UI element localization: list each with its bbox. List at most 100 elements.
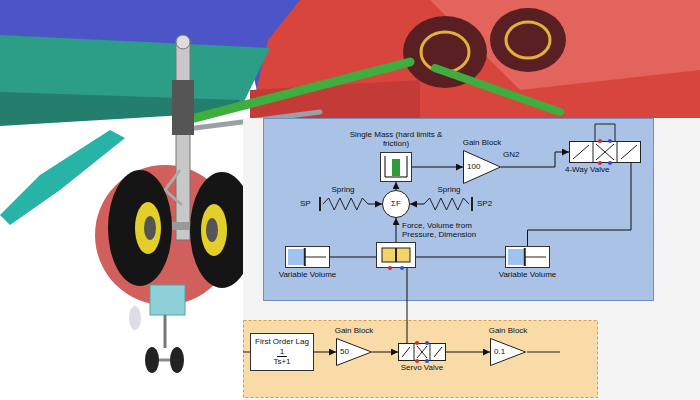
mass-block: Single Mass (hard limits & friction) — [380, 152, 412, 182]
rear-wheel — [403, 16, 487, 88]
mass-icon — [392, 159, 400, 176]
port-line — [595, 124, 596, 141]
signal-line — [330, 257, 376, 258]
block-outline — [505, 246, 550, 268]
signal-line — [407, 268, 408, 343]
block-text: 100 — [467, 162, 480, 172]
block-outline — [318, 197, 368, 211]
signal-line — [396, 182, 397, 190]
block-label: Gain Block — [455, 138, 509, 148]
fitting — [129, 306, 141, 330]
valve-path — [434, 347, 442, 357]
block-id-label: SP — [300, 199, 311, 209]
block-outline — [424, 197, 474, 211]
valve-body — [399, 344, 446, 361]
block-label: Variable Volume — [277, 270, 338, 280]
block-outline — [569, 141, 641, 163]
block-outline — [377, 243, 416, 268]
piston — [395, 248, 397, 262]
valve-cell — [617, 141, 618, 163]
block-outline — [398, 343, 446, 361]
spring-symbol: Spring — [424, 197, 474, 211]
valve-port — [425, 341, 429, 345]
nose-wheel — [170, 347, 184, 373]
signal-line — [314, 352, 336, 353]
valve-port — [415, 359, 419, 363]
sum-junction: ΣF — [382, 190, 410, 218]
valve-path — [402, 347, 410, 357]
signal-line — [410, 204, 424, 205]
block-outline — [285, 246, 330, 268]
block-label: Single Mass (hard limits & friction) — [346, 130, 446, 149]
valve-cross — [596, 144, 614, 160]
valve-port — [415, 341, 419, 345]
actuator-panel — [264, 119, 654, 301]
spring-wall — [319, 197, 321, 211]
force-volume-block: Force, Volume from Pressure, Dimension — [376, 242, 416, 268]
block-outline — [376, 242, 416, 268]
signal-line — [372, 352, 398, 353]
spring-symbol: Spring — [318, 197, 368, 211]
block-text: 50 — [340, 347, 349, 357]
port-line — [615, 124, 616, 141]
piston-body — [382, 248, 410, 262]
block-label: Spring — [424, 185, 474, 195]
volume-fluid — [508, 249, 524, 265]
spring-coil — [323, 198, 368, 210]
valve-cross — [417, 346, 427, 358]
variable-volume: Variable Volume — [285, 246, 330, 268]
gear-box — [150, 285, 185, 315]
block-text: ΣF — [391, 199, 401, 209]
four-way-valve: 4-Way Valve — [569, 141, 641, 163]
actuator — [435, 68, 560, 112]
valve-port — [608, 139, 612, 143]
strut — [176, 40, 190, 240]
mass-icon — [407, 156, 408, 177]
volume-body — [286, 247, 330, 268]
gain-triangle — [337, 339, 372, 366]
spring-coil — [424, 198, 469, 210]
valve-port — [425, 359, 429, 363]
valve-path — [573, 145, 589, 159]
rear-wheel — [490, 8, 566, 72]
block-outline — [381, 153, 412, 182]
rear-wheel-hub — [421, 32, 469, 72]
port — [388, 266, 392, 270]
valve-port — [608, 161, 612, 165]
block-label: Spring — [318, 185, 368, 195]
port — [400, 266, 404, 270]
block-text: 0.1 — [494, 347, 505, 357]
first-order-lag: First Order Lag1Ts+1 — [250, 333, 314, 371]
actuator — [195, 62, 410, 118]
valve-port — [598, 161, 602, 165]
block-label: 4-Way Valve — [565, 165, 625, 175]
volume-body — [506, 247, 550, 268]
volume-fluid — [288, 249, 304, 265]
signal-line — [528, 163, 632, 246]
block-text: First Order Lag — [255, 337, 309, 347]
signal-line — [368, 204, 382, 205]
variable-volume: Variable Volume — [505, 246, 550, 268]
valve-cell — [414, 343, 415, 361]
servo-panel — [244, 321, 598, 398]
block-text: 1 — [277, 347, 287, 358]
piston-rod — [525, 257, 546, 258]
valve-cell — [593, 141, 594, 163]
signal-line — [396, 218, 397, 242]
block-id-label: GN2 — [503, 150, 519, 160]
gain-block: Gain Block0.1 — [490, 338, 526, 366]
strut-fitting — [176, 35, 190, 49]
block-text: Ts+1 — [273, 357, 290, 367]
valve-body — [570, 142, 641, 163]
block-label: Force, Volume from Pressure, Dimension — [402, 221, 484, 240]
mass-icon — [385, 156, 386, 177]
wheel-hub — [201, 204, 227, 256]
mass-icon — [385, 177, 407, 178]
block-label: Variable Volume — [497, 270, 558, 280]
wheel-hub-center — [144, 216, 156, 240]
model-window — [243, 118, 700, 400]
valve-cell — [430, 343, 431, 361]
gain-triangle — [491, 339, 526, 366]
